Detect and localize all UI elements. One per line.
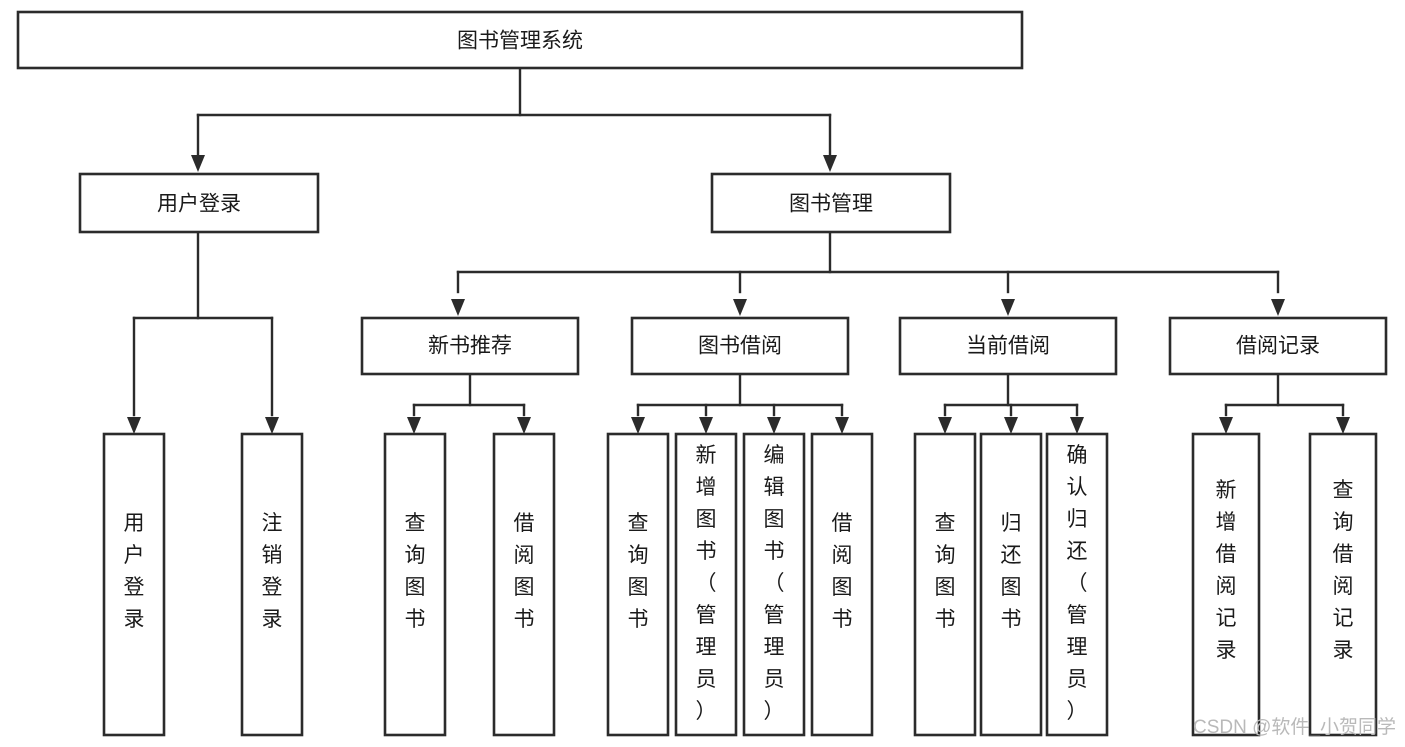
arrow-to-book-manage [823, 155, 837, 172]
arrow-leaf-add-record [1219, 417, 1233, 434]
leaf-user-logout-box[interactable] [240, 432, 304, 737]
csdn-watermark: CSDN @软件_小贺同学 [1193, 716, 1396, 738]
arrow-leaf-query-book-3 [938, 417, 952, 434]
node-user-login-box[interactable] [78, 172, 320, 234]
node-new-book-recommend[interactable]: 新书推荐 [360, 316, 580, 376]
leaf-add-record-box[interactable] [1191, 432, 1261, 737]
leaf-edit-book-label: 编辑图书（管理员） [764, 444, 785, 723]
arrow-leaf-query-book-2 [631, 417, 645, 434]
leaf-borrow-book-2[interactable]: 借阅图书 [810, 432, 874, 737]
node-book-manage-label: 图书管理 [789, 193, 873, 216]
leaf-query-record-label: 查询借阅记录 [1333, 479, 1354, 662]
arrow-leaf-add-book [699, 417, 713, 434]
node-root-box[interactable] [16, 10, 1024, 70]
node-user-login[interactable]: 用户登录 [78, 172, 320, 234]
node-current-borrow[interactable]: 当前借阅 [898, 316, 1118, 376]
node-borrow-record[interactable]: 借阅记录 [1168, 316, 1388, 376]
arrow-leaf-query-record [1336, 417, 1350, 434]
leaf-borrow-book-1-box[interactable] [492, 432, 556, 737]
arrow-to-book-borrow [733, 299, 747, 316]
arrow-leaf-borrow-book-2 [835, 417, 849, 434]
leaf-query-book-2[interactable]: 查询图书 [606, 432, 670, 737]
leaf-user-logout-label: 注销登录 [262, 512, 283, 631]
leaf-confirm-return-box[interactable] [1045, 432, 1109, 737]
node-book-manage[interactable]: 图书管理 [710, 172, 952, 234]
node-borrow-record-box[interactable] [1168, 316, 1388, 376]
leaf-return-book-box[interactable] [979, 432, 1043, 737]
leaf-return-book-label: 归还图书 [1001, 512, 1022, 631]
arrow-leaf-query-book-1 [407, 417, 421, 434]
leaf-add-record[interactable]: 新增借阅记录 [1191, 432, 1261, 737]
leaf-query-book-1-box[interactable] [383, 432, 447, 737]
leaf-query-record-box[interactable] [1308, 432, 1378, 737]
leaf-borrow-book-2-box[interactable] [810, 432, 874, 737]
leaf-edit-book[interactable]: 编辑图书（管理员） [742, 432, 806, 737]
leaf-confirm-return-label: 确认归还（管理员） [1067, 444, 1088, 723]
leaf-query-book-3-box[interactable] [913, 432, 977, 737]
leaf-add-record-label: 新增借阅记录 [1216, 479, 1237, 662]
leaf-confirm-return[interactable]: 确认归还（管理员） [1045, 432, 1109, 737]
arrow-to-new-book-recommend [451, 299, 465, 316]
arrow-leaf-user-logout [265, 417, 279, 434]
node-book-borrow-box[interactable] [630, 316, 850, 376]
leaf-query-book-2-box[interactable] [606, 432, 670, 737]
leaf-query-book-1[interactable]: 查询图书 [383, 432, 447, 737]
leaf-query-book-2-label: 查询图书 [628, 512, 649, 631]
node-root-label: 图书管理系统 [457, 30, 583, 53]
leaf-borrow-book-1-label: 借阅图书 [514, 512, 535, 631]
leaf-query-record[interactable]: 查询借阅记录 [1308, 432, 1378, 737]
node-new-book-recommend-label: 新书推荐 [428, 335, 512, 358]
node-borrow-record-label: 借阅记录 [1236, 335, 1320, 358]
arrow-leaf-user-login [127, 417, 141, 434]
arrow-leaf-confirm-return [1070, 417, 1084, 434]
leaf-add-book-label: 新增图书（管理员） [696, 444, 717, 723]
leaf-borrow-book-2-label: 借阅图书 [832, 512, 853, 631]
leaf-user-login[interactable]: 用户登录 [102, 432, 166, 737]
node-new-book-recommend-box[interactable] [360, 316, 580, 376]
leaf-user-login-label: 用户登录 [124, 512, 145, 631]
leaf-add-book-box[interactable] [674, 432, 738, 737]
leaf-query-book-3-label: 查询图书 [935, 512, 956, 631]
leaf-borrow-book-1[interactable]: 借阅图书 [492, 432, 556, 737]
leaf-query-book-3[interactable]: 查询图书 [913, 432, 977, 737]
connector-layer [127, 66, 1350, 434]
leaf-add-book[interactable]: 新增图书（管理员） [674, 432, 738, 737]
arrow-to-borrow-record [1271, 299, 1285, 316]
leaf-user-login-box[interactable] [102, 432, 166, 737]
node-user-login-label: 用户登录 [157, 193, 241, 216]
arrow-to-current-borrow [1001, 299, 1015, 316]
leaf-user-logout[interactable]: 注销登录 [240, 432, 304, 737]
node-current-borrow-label: 当前借阅 [966, 335, 1050, 358]
leaf-edit-book-box[interactable] [742, 432, 806, 737]
node-book-borrow-label: 图书借阅 [698, 335, 782, 358]
arrow-leaf-return-book [1004, 417, 1018, 434]
arrow-leaf-edit-book [767, 417, 781, 434]
node-root[interactable]: 图书管理系统 [16, 10, 1024, 70]
leaf-query-book-1-label: 查询图书 [405, 512, 426, 631]
node-book-borrow[interactable]: 图书借阅 [630, 316, 850, 376]
node-current-borrow-box[interactable] [898, 316, 1118, 376]
arrow-leaf-borrow-book-1 [517, 417, 531, 434]
leaf-return-book[interactable]: 归还图书 [979, 432, 1043, 737]
node-book-manage-box[interactable] [710, 172, 952, 234]
arrow-to-user-login [191, 155, 205, 172]
